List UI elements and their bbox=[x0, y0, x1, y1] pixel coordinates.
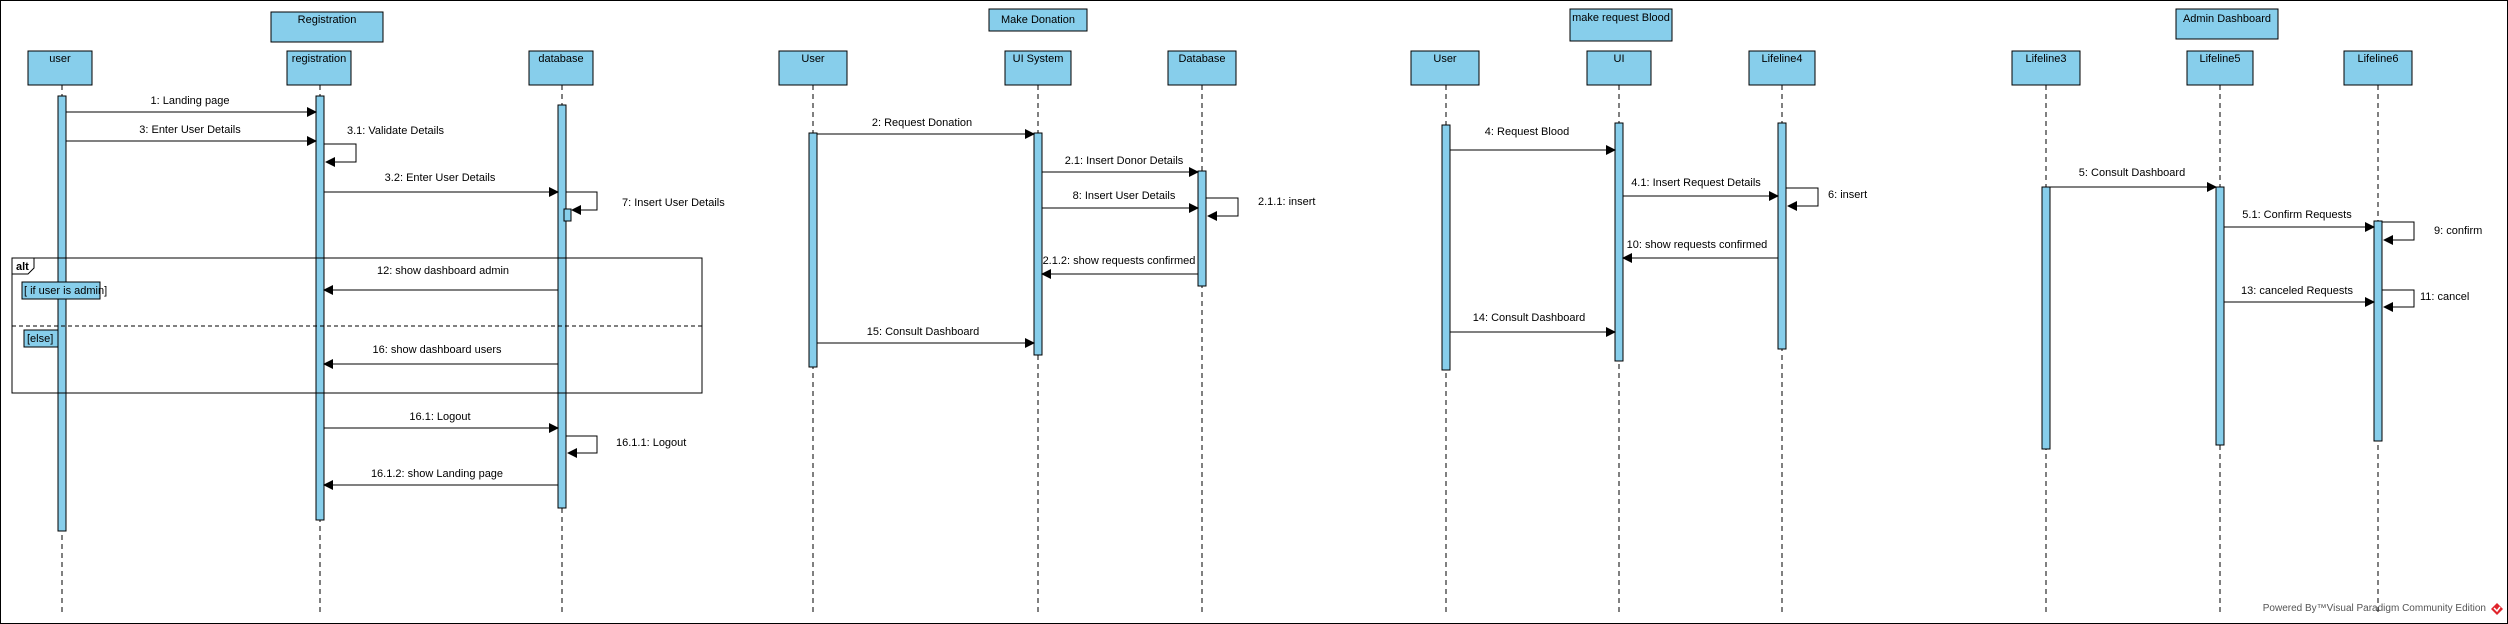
group-admin-dashboard: Admin Dashboard Lifeline3 Lifeline5 Life… bbox=[2011, 8, 2482, 612]
lifeline-label: UI bbox=[1614, 53, 1625, 65]
message-label: 15: Consult Dashboard bbox=[867, 326, 980, 338]
group-title-box bbox=[1569, 8, 1673, 42]
activation-bar bbox=[2041, 186, 2051, 450]
lifeline-head[interactable] bbox=[2343, 50, 2413, 86]
message-label: 13: canceled Requests bbox=[2241, 285, 2353, 297]
activation-bar bbox=[1033, 132, 1043, 356]
self-message-arrow[interactable] bbox=[566, 191, 598, 215]
message-label: 2.1.2: show requests confirmed bbox=[1043, 255, 1196, 267]
group-title: Make Donation bbox=[1001, 14, 1075, 26]
message-label: 2: Request Donation bbox=[872, 117, 972, 129]
group-title: Registration bbox=[298, 14, 357, 26]
message-label: 1: Landing page bbox=[151, 95, 230, 107]
self-message-arrow[interactable] bbox=[2382, 221, 2415, 245]
activation-bar bbox=[315, 95, 325, 521]
lifeline-label: UI System bbox=[1013, 53, 1064, 65]
group-make-donation: Make Donation User UI System Database 2:… bbox=[778, 8, 1315, 612]
lifeline-head[interactable] bbox=[1410, 50, 1480, 86]
lifeline-label: User bbox=[801, 53, 825, 65]
message-label: 16.1.2: show Landing page bbox=[371, 468, 503, 480]
activation-bar bbox=[808, 132, 818, 368]
guard-box bbox=[23, 329, 59, 348]
message-label: 9: confirm bbox=[2434, 225, 2482, 237]
message-label: 4: Request Blood bbox=[1485, 126, 1569, 138]
message-label: 16.1: Logout bbox=[409, 411, 470, 423]
activation-bar bbox=[2373, 220, 2383, 442]
message-label: 2.1.1: insert bbox=[1258, 196, 1315, 208]
lifeline-label: Lifeline3 bbox=[2026, 53, 2067, 65]
lifeline-label: Lifeline5 bbox=[2200, 53, 2241, 65]
footer-watermark: Powered By™Visual Paradigm Community Edi… bbox=[2262, 603, 2486, 614]
message-label: 8: Insert User Details bbox=[1073, 190, 1176, 202]
guard-label: [ if user is admin] bbox=[24, 285, 107, 297]
lifeline-head[interactable] bbox=[528, 50, 594, 86]
message-label: 4.1: Insert Request Details bbox=[1631, 177, 1761, 189]
activation-bar bbox=[1441, 124, 1451, 371]
alt-fragment-tab bbox=[11, 257, 35, 275]
group-registration: Registration user registration database … bbox=[11, 11, 725, 612]
message-label: 10: show requests confirmed bbox=[1627, 239, 1768, 251]
message-label: 7: Insert User Details bbox=[622, 197, 725, 209]
lifeline-label: Lifeline4 bbox=[1762, 53, 1803, 65]
activation-bar bbox=[57, 95, 67, 532]
alt-operator: alt bbox=[16, 261, 29, 273]
lifeline-label: registration bbox=[292, 53, 346, 65]
guard-box bbox=[21, 281, 101, 300]
lifeline-head[interactable] bbox=[286, 50, 352, 86]
lifeline-head[interactable] bbox=[1004, 50, 1072, 86]
group-make-request-blood: make request Blood User UI Lifeline4 4: … bbox=[1410, 8, 1867, 612]
lifeline-head[interactable] bbox=[2011, 50, 2081, 86]
self-message-arrow[interactable] bbox=[566, 435, 598, 458]
message-label: 16: show dashboard users bbox=[372, 344, 502, 356]
self-message-arrow[interactable] bbox=[2382, 289, 2415, 312]
group-title: Admin Dashboard bbox=[2183, 13, 2271, 25]
group-title-box bbox=[988, 8, 1088, 32]
message-label: 6: insert bbox=[1828, 189, 1867, 201]
activation-bar bbox=[2215, 186, 2225, 446]
lifeline-label: Lifeline6 bbox=[2358, 53, 2399, 65]
group-title: make request Blood bbox=[1572, 12, 1670, 24]
self-message-arrow[interactable] bbox=[1206, 197, 1239, 221]
activation-bar bbox=[557, 104, 567, 509]
group-title-box bbox=[270, 11, 384, 43]
activation-bar bbox=[1197, 170, 1207, 287]
lifeline-head[interactable] bbox=[1167, 50, 1237, 86]
lifeline-head[interactable] bbox=[27, 50, 93, 86]
message-label: 3: Enter User Details bbox=[139, 124, 241, 136]
message-label: 3.1: Validate Details bbox=[347, 125, 445, 137]
visual-paradigm-logo-icon bbox=[2491, 603, 2503, 615]
lifeline-label: Database bbox=[1178, 53, 1225, 65]
lifeline-label: user bbox=[49, 53, 71, 65]
activation-bar bbox=[1777, 122, 1787, 350]
lifeline-label: database bbox=[538, 53, 583, 65]
self-message-arrow[interactable] bbox=[1786, 187, 1819, 211]
lifeline-label: User bbox=[1433, 53, 1457, 65]
message-label: 5.1: Confirm Requests bbox=[2242, 209, 2352, 221]
guard-label: [else] bbox=[27, 333, 53, 345]
message-label: 11: cancel bbox=[2420, 291, 2469, 303]
message-label: 12: show dashboard admin bbox=[377, 265, 509, 277]
message-label: 2.1: Insert Donor Details bbox=[1065, 155, 1184, 167]
message-label: 3.2: Enter User Details bbox=[385, 172, 496, 184]
group-title-box bbox=[2175, 8, 2279, 40]
activation-bar bbox=[563, 208, 572, 222]
message-label: 16.1.1: Logout bbox=[616, 437, 686, 449]
message-label: 14: Consult Dashboard bbox=[1473, 312, 1586, 324]
self-message-arrow[interactable] bbox=[324, 143, 357, 167]
activation-bar bbox=[1614, 122, 1624, 362]
message-label: 5: Consult Dashboard bbox=[2079, 167, 2185, 179]
